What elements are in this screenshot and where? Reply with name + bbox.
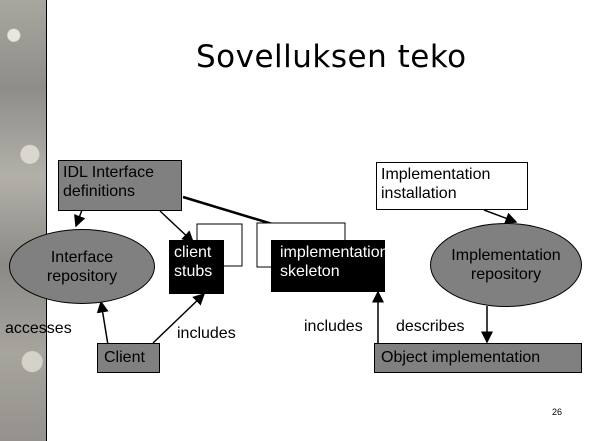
object-implementation-label: Object implementation [381,349,541,366]
interface-repository-label: Interface repository [46,248,118,285]
interface-repository-ellipse: Interface repository [9,229,155,304]
client-stubs-box: client stubs [169,240,224,294]
client-stubs-label: client stubs [174,244,213,280]
implementation-skeleton-box: implementation skeleton [271,240,389,292]
object-implementation-box: Object implementation [374,343,582,373]
implementation-installation-label: Implementation installation [381,166,491,202]
edge-label-accesses: accesses [5,320,72,337]
edge-label-includes-client: includes [177,325,236,342]
client-label: Client [104,349,145,366]
page-number: 26 [552,407,563,417]
slide-title: Sovelluksen teko [196,39,467,75]
edge-client-includes-stubs [152,292,206,344]
implementation-repository-label: Implementation repository [451,247,561,283]
edge-label-includes-object: includes [304,318,363,335]
idl-interface-definitions-label: IDL Interface definitions [63,164,155,200]
implementation-skeleton-label: implementation skeleton [280,244,389,280]
edge-label-describes: describes [396,318,465,335]
client-box: Client [97,343,160,373]
edge-idl-to-interface-repo [74,209,86,228]
edge-client-accesses-repo [96,300,109,346]
idl-interface-definitions-box: IDL Interface definitions [58,160,182,211]
implementation-installation-box: Implementation installation [376,162,528,210]
decorative-gear-border [0,0,46,441]
implementation-repository-ellipse: Implementation repository [430,223,582,307]
edge-installation-to-impl-repo [483,209,518,224]
edge-idl-to-client-stubs [159,210,195,244]
